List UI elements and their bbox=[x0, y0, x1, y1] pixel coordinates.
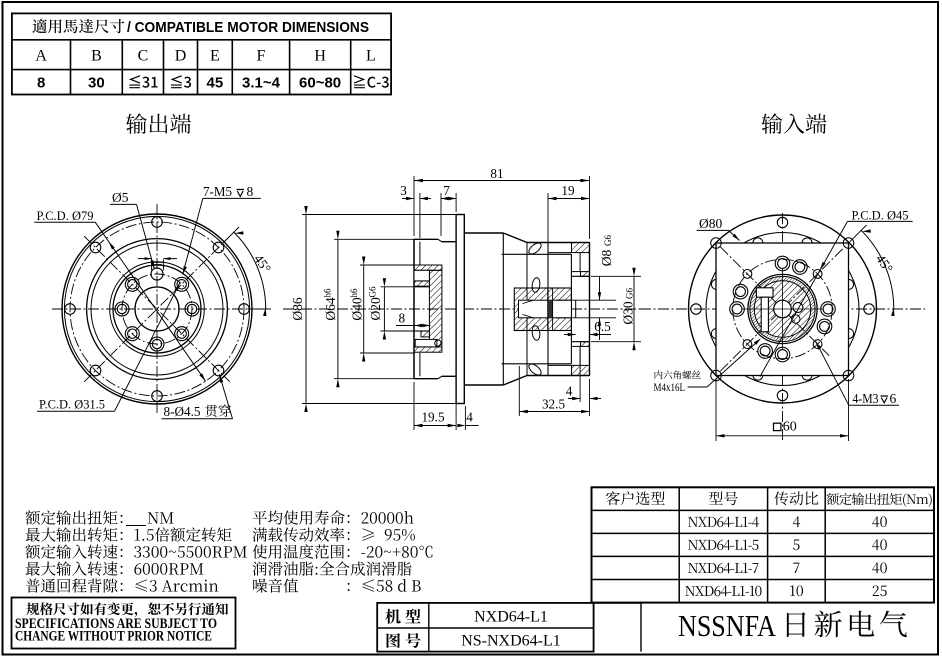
svg-text:C: C bbox=[138, 48, 149, 65]
svg-text:L: L bbox=[366, 48, 376, 65]
svg-text:G6: G6 bbox=[368, 286, 378, 297]
svg-text:Ø30: Ø30 bbox=[621, 301, 636, 324]
svg-text:M4x16L: M4x16L bbox=[654, 380, 686, 394]
svg-text:Ø80: Ø80 bbox=[699, 216, 722, 231]
svg-text:H: H bbox=[314, 48, 326, 65]
svg-text:NSSNFA: NSSNFA bbox=[678, 608, 777, 643]
svg-text:3.1~4: 3.1~4 bbox=[242, 75, 281, 92]
svg-text:h6: h6 bbox=[349, 288, 359, 298]
svg-text:60: 60 bbox=[783, 419, 797, 434]
svg-text:4: 4 bbox=[466, 410, 473, 425]
svg-text:P.C.D. Ø31.5: P.C.D. Ø31.5 bbox=[39, 396, 105, 411]
svg-text:SPECIFICATIONS ARE SUBJECT TO: SPECIFICATIONS ARE SUBJECT TO bbox=[15, 616, 217, 632]
svg-text:Ø8: Ø8 bbox=[599, 250, 614, 267]
svg-text:8-Ø4.5: 8-Ø4.5 bbox=[164, 404, 201, 419]
svg-text:8: 8 bbox=[37, 75, 45, 92]
svg-text:NS-NXD64-L1: NS-NXD64-L1 bbox=[461, 633, 561, 650]
svg-text:E: E bbox=[210, 48, 220, 65]
svg-text:7-M5: 7-M5 bbox=[203, 184, 232, 199]
svg-text:8: 8 bbox=[247, 184, 254, 199]
svg-text:P.C.D. Ø79: P.C.D. Ø79 bbox=[37, 208, 94, 223]
svg-text:60~80: 60~80 bbox=[299, 75, 341, 92]
svg-text:A: A bbox=[35, 48, 47, 65]
svg-text:P.C.D. Ø45: P.C.D. Ø45 bbox=[852, 207, 909, 222]
svg-text:19.5: 19.5 bbox=[421, 410, 444, 425]
svg-text:Ø64: Ø64 bbox=[323, 297, 338, 320]
svg-text:81: 81 bbox=[490, 166, 503, 181]
svg-text:Ø40: Ø40 bbox=[350, 297, 365, 320]
svg-text:Ø86: Ø86 bbox=[290, 297, 305, 320]
svg-text:19: 19 bbox=[561, 183, 575, 198]
svg-text:G6: G6 bbox=[603, 235, 613, 246]
svg-text:30: 30 bbox=[88, 75, 105, 92]
svg-text:6.5: 6.5 bbox=[594, 319, 611, 334]
svg-text:CHANGE WITHOUT PRIOR NOTICE: CHANGE WITHOUT PRIOR NOTICE bbox=[15, 629, 212, 645]
svg-text:3: 3 bbox=[400, 183, 407, 198]
svg-text:D: D bbox=[175, 48, 187, 65]
svg-text:B: B bbox=[91, 48, 102, 65]
svg-text:6: 6 bbox=[890, 391, 897, 406]
svg-text:4: 4 bbox=[566, 384, 573, 399]
svg-text:G6: G6 bbox=[625, 288, 635, 299]
svg-text:7: 7 bbox=[443, 183, 450, 198]
svg-text:NXD64-L1: NXD64-L1 bbox=[474, 609, 548, 626]
svg-text:Ø5: Ø5 bbox=[112, 190, 129, 205]
svg-text:8: 8 bbox=[399, 311, 406, 326]
svg-text:/ COMPATIBLE MOTOR DIMENSIONS: / COMPATIBLE MOTOR DIMENSIONS bbox=[127, 19, 369, 36]
svg-text:45: 45 bbox=[207, 75, 224, 92]
svg-text:Ø20: Ø20 bbox=[368, 297, 383, 320]
svg-text:h6: h6 bbox=[323, 288, 333, 298]
svg-text:4-M3: 4-M3 bbox=[853, 391, 879, 406]
svg-text:F: F bbox=[257, 48, 266, 65]
svg-text:32.5: 32.5 bbox=[542, 397, 565, 412]
